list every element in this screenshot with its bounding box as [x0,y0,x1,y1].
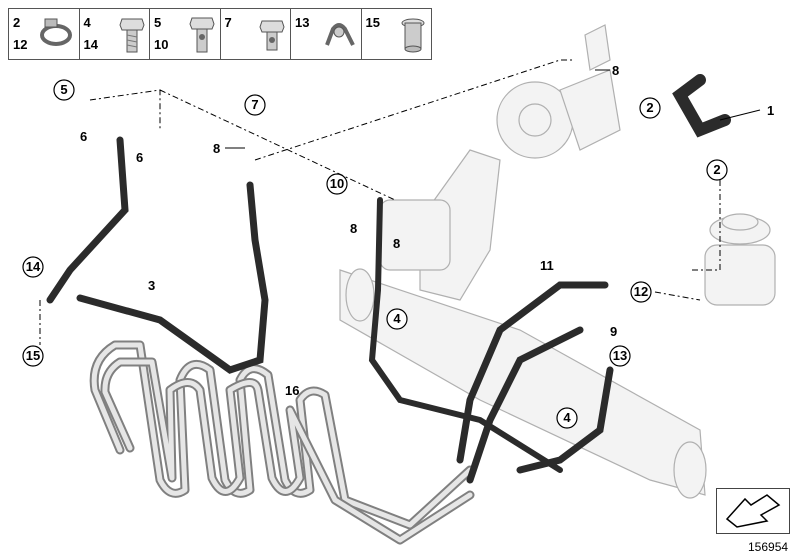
leader-lines [39,59,761,345]
callout-2b: 2 [713,162,720,177]
arrow-icon [725,494,781,528]
callout-14: 14 [26,259,41,274]
callout-1: 1 [767,103,774,118]
callout-8b: 8 [213,141,220,156]
callout-3: 3 [148,278,155,293]
legend-number: 14 [83,37,98,52]
callout-5: 5 [60,82,67,97]
legend-number: 15 [365,15,380,30]
callout-9: 9 [610,324,617,339]
legend-number: 2 [13,15,21,30]
callout-circles [22,79,728,429]
callout-8a: 8 [612,63,619,78]
callout-11: 11 [540,258,554,273]
steering-rack [339,149,707,499]
pipe-clip-icon [324,23,355,46]
banjo-bolt-small-icon [259,20,285,51]
fluid-reservoir [704,213,776,306]
legend-number: 12 [13,37,28,52]
diagram-reference-id: 156954 [748,540,789,554]
legend-number: 5 [154,15,162,30]
callout-13: 13 [613,348,627,363]
callout-labels: 1 8 8 8 8 6 6 3 9 11 16 [80,63,774,398]
callout-6a: 6 [80,129,87,144]
callout-7: 7 [251,97,258,112]
power-steering-pump [496,24,621,159]
callout-10: 10 [330,176,344,191]
orientation-box [716,488,790,534]
callout-6b: 6 [136,150,143,165]
legend-number: 10 [154,37,169,52]
callout-4a: 4 [393,311,401,326]
legend-cell-banjo-small: 7 [221,9,291,59]
callout-12: 12 [634,284,648,299]
legend-number: 7 [224,15,232,30]
callout-8c: 8 [350,221,357,236]
banjo-bolt-icon [188,17,215,53]
hoses [46,74,731,484]
legend-number: 13 [295,15,310,30]
hex-bolt-icon [119,18,145,53]
callout-2a: 2 [646,100,653,115]
legend-cell-bushing: 15 [362,9,432,59]
legend-cell-clip: 13 [291,9,362,59]
bushing-icon [401,18,425,53]
cooling-coil [89,340,475,545]
callout-4b: 4 [563,410,571,425]
callout-16: 16 [285,383,299,398]
legend-number: 4 [83,15,91,30]
callout-numbers: 5 7 2 2 10 14 15 4 12 13 4 [26,82,721,425]
hose-clamp-icon [39,18,72,46]
callout-15: 15 [26,348,40,363]
callout-8d: 8 [393,236,400,251]
